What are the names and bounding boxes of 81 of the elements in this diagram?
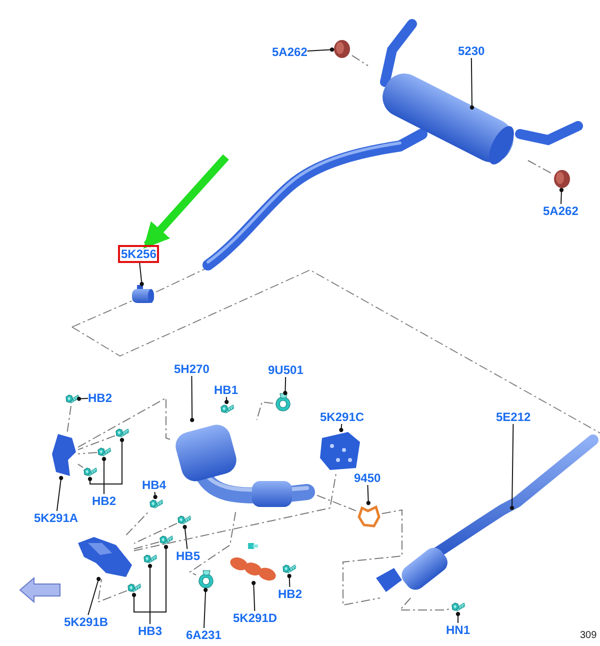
bolt-drawing: [127, 581, 141, 595]
leader-line: [76, 396, 88, 401]
part-number: 5E212: [496, 410, 531, 424]
bolt-drawing: [149, 497, 163, 511]
assembly-line: [97, 578, 128, 603]
part-number: HB2: [88, 391, 112, 405]
assembly-line: [78, 397, 170, 448]
part-number: 5A262: [272, 45, 308, 59]
leader-line: [182, 524, 188, 550]
part-number: 5K291A: [34, 511, 78, 525]
assembly-line: [134, 542, 160, 550]
bolt-drawing: [83, 465, 97, 479]
bolt-drawing: [65, 392, 79, 406]
part-number: 5H270: [174, 362, 210, 376]
gasket-drawing: [356, 503, 382, 529]
bolt-drawing: [159, 533, 173, 547]
assembly-line: [134, 522, 178, 544]
leader-line: [204, 588, 208, 628]
bolt-drawing: [451, 600, 465, 614]
part-number: HB4: [142, 478, 166, 492]
bracket-drawing: [76, 535, 134, 579]
leader-line: [470, 58, 474, 110]
clip-drawing: [196, 570, 216, 590]
assembly-line: [342, 509, 402, 606]
part-number: HB3: [138, 624, 162, 638]
leader-line: [88, 476, 104, 494]
assembly-line: [78, 464, 84, 468]
rubber-hanger-drawing: [332, 38, 352, 60]
part-number: HB1: [214, 383, 238, 397]
leader-line: [559, 188, 564, 204]
part-number: HB2: [92, 494, 116, 508]
leader-line: [287, 574, 292, 588]
part-number: 9450: [354, 471, 381, 485]
leader-line: [190, 376, 194, 422]
leader-line: [252, 580, 256, 612]
gasket-drawing: [228, 555, 278, 583]
leader-line: [456, 612, 460, 624]
assembly-line: [316, 494, 356, 512]
bracket-drawing: [50, 432, 78, 478]
bolt-drawing: [220, 402, 234, 416]
part-number: 5K291C: [320, 410, 364, 424]
assembly-line: [256, 401, 274, 420]
leader-line: [88, 576, 101, 616]
assembly-line: [352, 54, 368, 66]
leader-line: [139, 262, 144, 286]
leader-line: [283, 376, 288, 396]
assembly-line: [66, 406, 72, 432]
assembly-line: [528, 160, 552, 174]
leader-line: [132, 592, 150, 624]
pointer-arrow: [143, 154, 229, 249]
part-number: 5K291B: [64, 615, 108, 629]
assembly-line: [134, 472, 337, 552]
bolt-drawing: [143, 552, 157, 566]
assembly-line: [189, 512, 236, 576]
assembly-line: [78, 452, 98, 454]
assembly-line: [126, 510, 150, 536]
leader-line: [224, 396, 229, 404]
part-number: 5A262: [543, 204, 578, 218]
bolt-drawing: [282, 562, 296, 576]
part-number: 5K291D: [233, 611, 278, 625]
bolt-drawing: [97, 445, 111, 459]
leader-line: [339, 424, 344, 432]
heat-shield-drawing: [318, 430, 362, 472]
bolt-drawing: [177, 513, 191, 527]
part-number: HB2: [278, 587, 302, 601]
part-number: 5K256: [118, 245, 160, 263]
rubber-hanger-drawing: [552, 168, 572, 190]
leader-line: [56, 476, 64, 512]
part-number: 5230: [458, 44, 485, 58]
part-number: HB5: [176, 549, 200, 563]
drawing-number: 309: [580, 630, 597, 641]
part-number: 9U501: [268, 363, 304, 377]
assembly-line: [78, 435, 116, 450]
leader-line: [510, 424, 514, 510]
bolt-drawing: [115, 426, 129, 440]
leader-line: [153, 492, 158, 500]
leader-line: [306, 48, 334, 52]
assembly-line: [398, 598, 452, 610]
leader-line: [366, 484, 370, 506]
part-number: 6A231: [186, 628, 222, 642]
part-number: HN1: [446, 623, 470, 637]
